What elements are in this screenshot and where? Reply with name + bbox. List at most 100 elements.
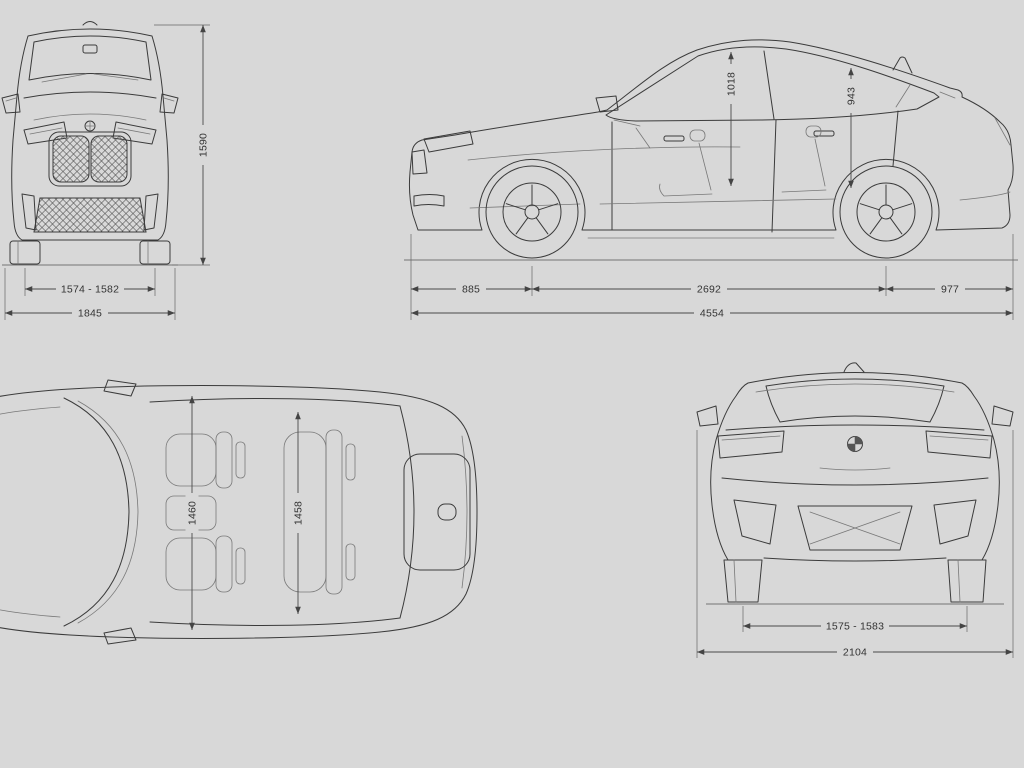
interior-silhouette (613, 119, 827, 197)
windshield-inner-arc (77, 400, 139, 624)
windshield-arc (63, 397, 130, 627)
right-headlight (112, 121, 157, 145)
character-lines (467, 146, 837, 239)
front-left-tire (9, 240, 41, 265)
tire-details (17, 240, 149, 265)
hood-crease (33, 113, 147, 121)
rear-details (939, 91, 1011, 201)
rear-seats-top (283, 429, 356, 595)
front-wheel (485, 165, 579, 259)
cowl-line (23, 91, 157, 99)
dim-rear-interior-width-label: 1458 (293, 501, 305, 525)
dim-rear-track-label: 1575 - 1583 (826, 621, 884, 633)
front-body-outline (11, 28, 169, 241)
rear-door-handle (813, 130, 835, 137)
rearview-mirror (82, 44, 98, 54)
roof-rails (149, 398, 401, 626)
dim-rear-headroom-label: 943 (846, 87, 858, 105)
right-mirror (159, 93, 179, 114)
dim-rear-width-mirrors: 2104 (697, 645, 1013, 659)
lower-intake-grille (33, 197, 147, 233)
dim-front-width-label: 1845 (78, 308, 102, 320)
b-pillar (763, 50, 775, 120)
front-right-tire (139, 240, 171, 265)
dim-rear-track: 1575 - 1583 (743, 619, 967, 633)
left-bumper-vent (733, 499, 777, 545)
side-body-outline (408, 39, 1014, 231)
dim-front-interior-width-label: 1460 (187, 501, 199, 525)
rear-right-tire (947, 559, 987, 603)
rear-wheel-spokes (859, 184, 913, 235)
left-side-intake (21, 193, 37, 231)
tailgate-line (819, 467, 891, 471)
dim-rear-headroom: 943 (844, 68, 858, 188)
dim-wheelbase: 2692 (532, 282, 886, 296)
side-mirror (595, 95, 619, 113)
right-headlight-detail (117, 127, 151, 135)
rear-badge (847, 436, 863, 452)
bumper-top-line (721, 477, 989, 486)
left-taillight-detail (721, 435, 781, 441)
door-shutlines (611, 110, 899, 233)
dim-overall-length: 4554 (411, 306, 1013, 320)
front-intake (413, 194, 445, 207)
right-side-intake (143, 193, 159, 231)
front-seats-top (165, 431, 246, 593)
rear-left-mirror (696, 405, 719, 427)
dim-front-track-label: 1574 - 1582 (61, 284, 119, 296)
rear-tire-details (733, 559, 961, 603)
top-body-outline (0, 385, 478, 639)
top-right-mirror (103, 627, 137, 645)
top-view-drawing: 1460 1458 (0, 379, 478, 645)
diffuser-center (797, 505, 913, 551)
right-taillight-detail (929, 435, 989, 441)
front-badge-cross (84, 120, 96, 132)
dim-front-overhang: 885 (411, 282, 532, 296)
rear-wheel (839, 165, 933, 259)
side-view-drawing: 1018 943 885 2692 977 (404, 39, 1018, 320)
grille-frame (48, 131, 132, 187)
rear-extension-lines (696, 430, 1014, 658)
dim-front-height: 1590 (154, 24, 210, 266)
front-view-drawing: 1590 1574 - 1582 1845 (1, 21, 210, 320)
front-door-handle (663, 135, 685, 142)
dim-front-headroom: 1018 (724, 52, 738, 186)
rear-glass-arc (399, 405, 415, 619)
dim-front-track: 1574 - 1582 (24, 268, 156, 296)
left-mirror-detail (5, 97, 17, 102)
rear-view-drawing: 1575 - 1583 2104 (696, 362, 1014, 659)
dim-front-interior-width: 1460 (185, 396, 199, 630)
dim-front-overhang-label: 885 (462, 284, 480, 296)
hood-cut-lines (0, 406, 61, 618)
dim-front-headroom-label: 1018 (726, 72, 738, 96)
diffuser-x-lines (809, 511, 901, 545)
dim-front-width: 1845 (4, 268, 176, 320)
left-headlight-detail (29, 127, 63, 135)
spoiler-edge (755, 383, 955, 393)
right-kidney-grille (90, 135, 128, 183)
left-kidney-grille (52, 135, 90, 183)
windshield (28, 35, 152, 81)
left-mirror (1, 93, 21, 114)
dim-rear-overhang: 977 (886, 282, 1013, 296)
right-taillight (925, 430, 993, 459)
beltline (725, 424, 985, 431)
dim-rear-interior-width: 1458 (291, 412, 305, 614)
dim-rear-width-mirrors-label: 2104 (843, 647, 867, 659)
rear-right-mirror (991, 405, 1014, 427)
front-wheel-spokes (505, 184, 559, 235)
right-bumper-vent (933, 499, 977, 545)
bumper-bottom (763, 557, 947, 562)
right-mirror-detail (163, 97, 175, 102)
side-grille-edge (411, 149, 428, 175)
dim-front-height-label: 1590 (198, 133, 210, 157)
left-taillight (717, 430, 785, 459)
dim-overall-length-label: 4554 (700, 308, 724, 320)
dim-wheelbase-label: 2692 (697, 284, 721, 296)
top-left-mirror (103, 379, 137, 397)
rear-edge-inner (461, 435, 468, 589)
dim-rear-overhang-label: 977 (941, 284, 959, 296)
rear-left-tire (723, 559, 763, 603)
c-pillar-line (895, 84, 911, 108)
